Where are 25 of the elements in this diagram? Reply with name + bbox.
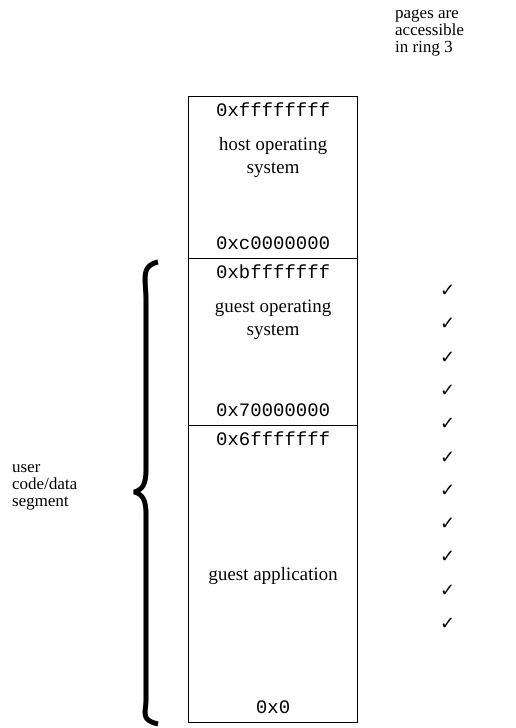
check-mark: ✓: [440, 315, 456, 332]
check-mark: ✓: [440, 415, 456, 432]
address-label: 0xffffffff: [214, 100, 332, 123]
check-mark: ✓: [440, 582, 456, 599]
check-mark: ✓: [440, 448, 456, 466]
memory-region-box: [188, 258, 358, 426]
region-name: guest operating system: [214, 295, 332, 341]
check-mark: ✓: [440, 348, 456, 366]
address-label: 0x6fffffff: [214, 429, 332, 452]
address-label: 0x70000000: [214, 400, 332, 423]
check-mark: ✓: [440, 482, 456, 499]
address-label: 0xc0000000: [214, 233, 332, 256]
region-name: host operating system: [218, 133, 328, 179]
column-heading: pages are accessible in ring 3: [395, 4, 465, 55]
check-mark: ✓: [440, 382, 456, 399]
segment-label: user code/data segment: [12, 458, 78, 509]
check-mark: ✓: [440, 515, 456, 532]
address-label: 0x0: [254, 697, 292, 720]
memory-region-box: [188, 425, 358, 723]
check-mark: ✓: [440, 548, 456, 566]
check-mark: ✓: [440, 615, 456, 632]
region-name: guest application: [207, 563, 339, 586]
memory-region-box: [188, 96, 358, 259]
address-label: 0xbfffffff: [214, 262, 332, 285]
check-mark: ✓: [440, 282, 456, 299]
